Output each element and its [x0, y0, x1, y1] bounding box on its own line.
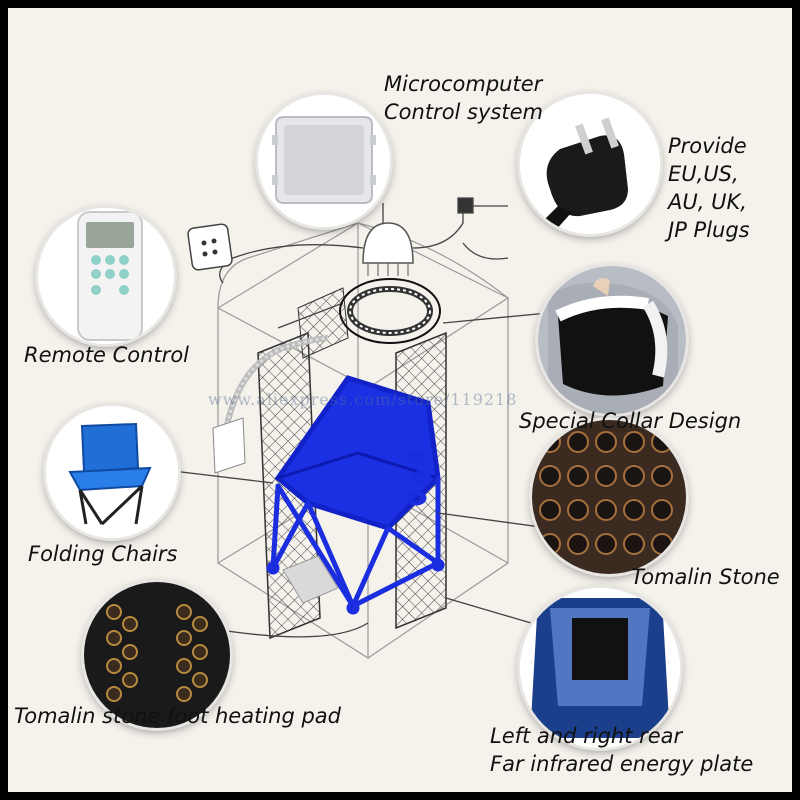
- sauna-diagram: www.aliexpress.com/store/119218: [8, 8, 792, 792]
- folding-chair-icon: [46, 406, 178, 538]
- remote-control-label: Remote Control: [24, 343, 190, 367]
- controller-unit: [362, 222, 414, 276]
- energy-plate-line2: Far infrared energy plate: [490, 752, 754, 776]
- blue-folding-chair: [266, 375, 445, 615]
- collar-icon: [538, 266, 686, 414]
- plugs-label: Provide EU,US, AU, UK, JP Plugs: [668, 132, 750, 244]
- control-system-line1: Microcomputer: [384, 72, 543, 96]
- remote-control-icon: [38, 208, 174, 344]
- collar-ring-drawing: [347, 286, 433, 336]
- energy-plate-icon: [520, 588, 680, 748]
- tourmaline-stone-icon: [532, 420, 686, 574]
- plugs-line1: Provide: [668, 134, 747, 158]
- plugs-line3: AU, UK,: [668, 190, 747, 214]
- watermark: www.aliexpress.com/store/119218: [208, 390, 518, 409]
- sauna-tent-drawing: [147, 197, 549, 660]
- plugs-line2: EU,US,: [668, 162, 739, 186]
- collar-design-label: Special Collar Design: [519, 409, 742, 433]
- folding-chairs-label: Folding Chairs: [28, 542, 178, 566]
- tomalin-stone-label: Tomalin Stone: [631, 565, 780, 589]
- power-plug-icon: [520, 94, 660, 234]
- energy-plate-line1: Left and right rear: [490, 724, 683, 748]
- energy-plate-label: Left and right rear Far infrared energy …: [490, 722, 753, 778]
- foot-pad-icon: [84, 582, 230, 728]
- plugs-line4: JP Plugs: [668, 218, 750, 242]
- foot-pad-label: Tomalin stone foot heating pad: [14, 704, 341, 728]
- control-system-line2: Control system: [384, 100, 543, 124]
- control-system-label: Microcomputer Control system: [384, 70, 543, 126]
- connector-lines: [147, 197, 549, 638]
- controller-box-icon: [258, 95, 390, 227]
